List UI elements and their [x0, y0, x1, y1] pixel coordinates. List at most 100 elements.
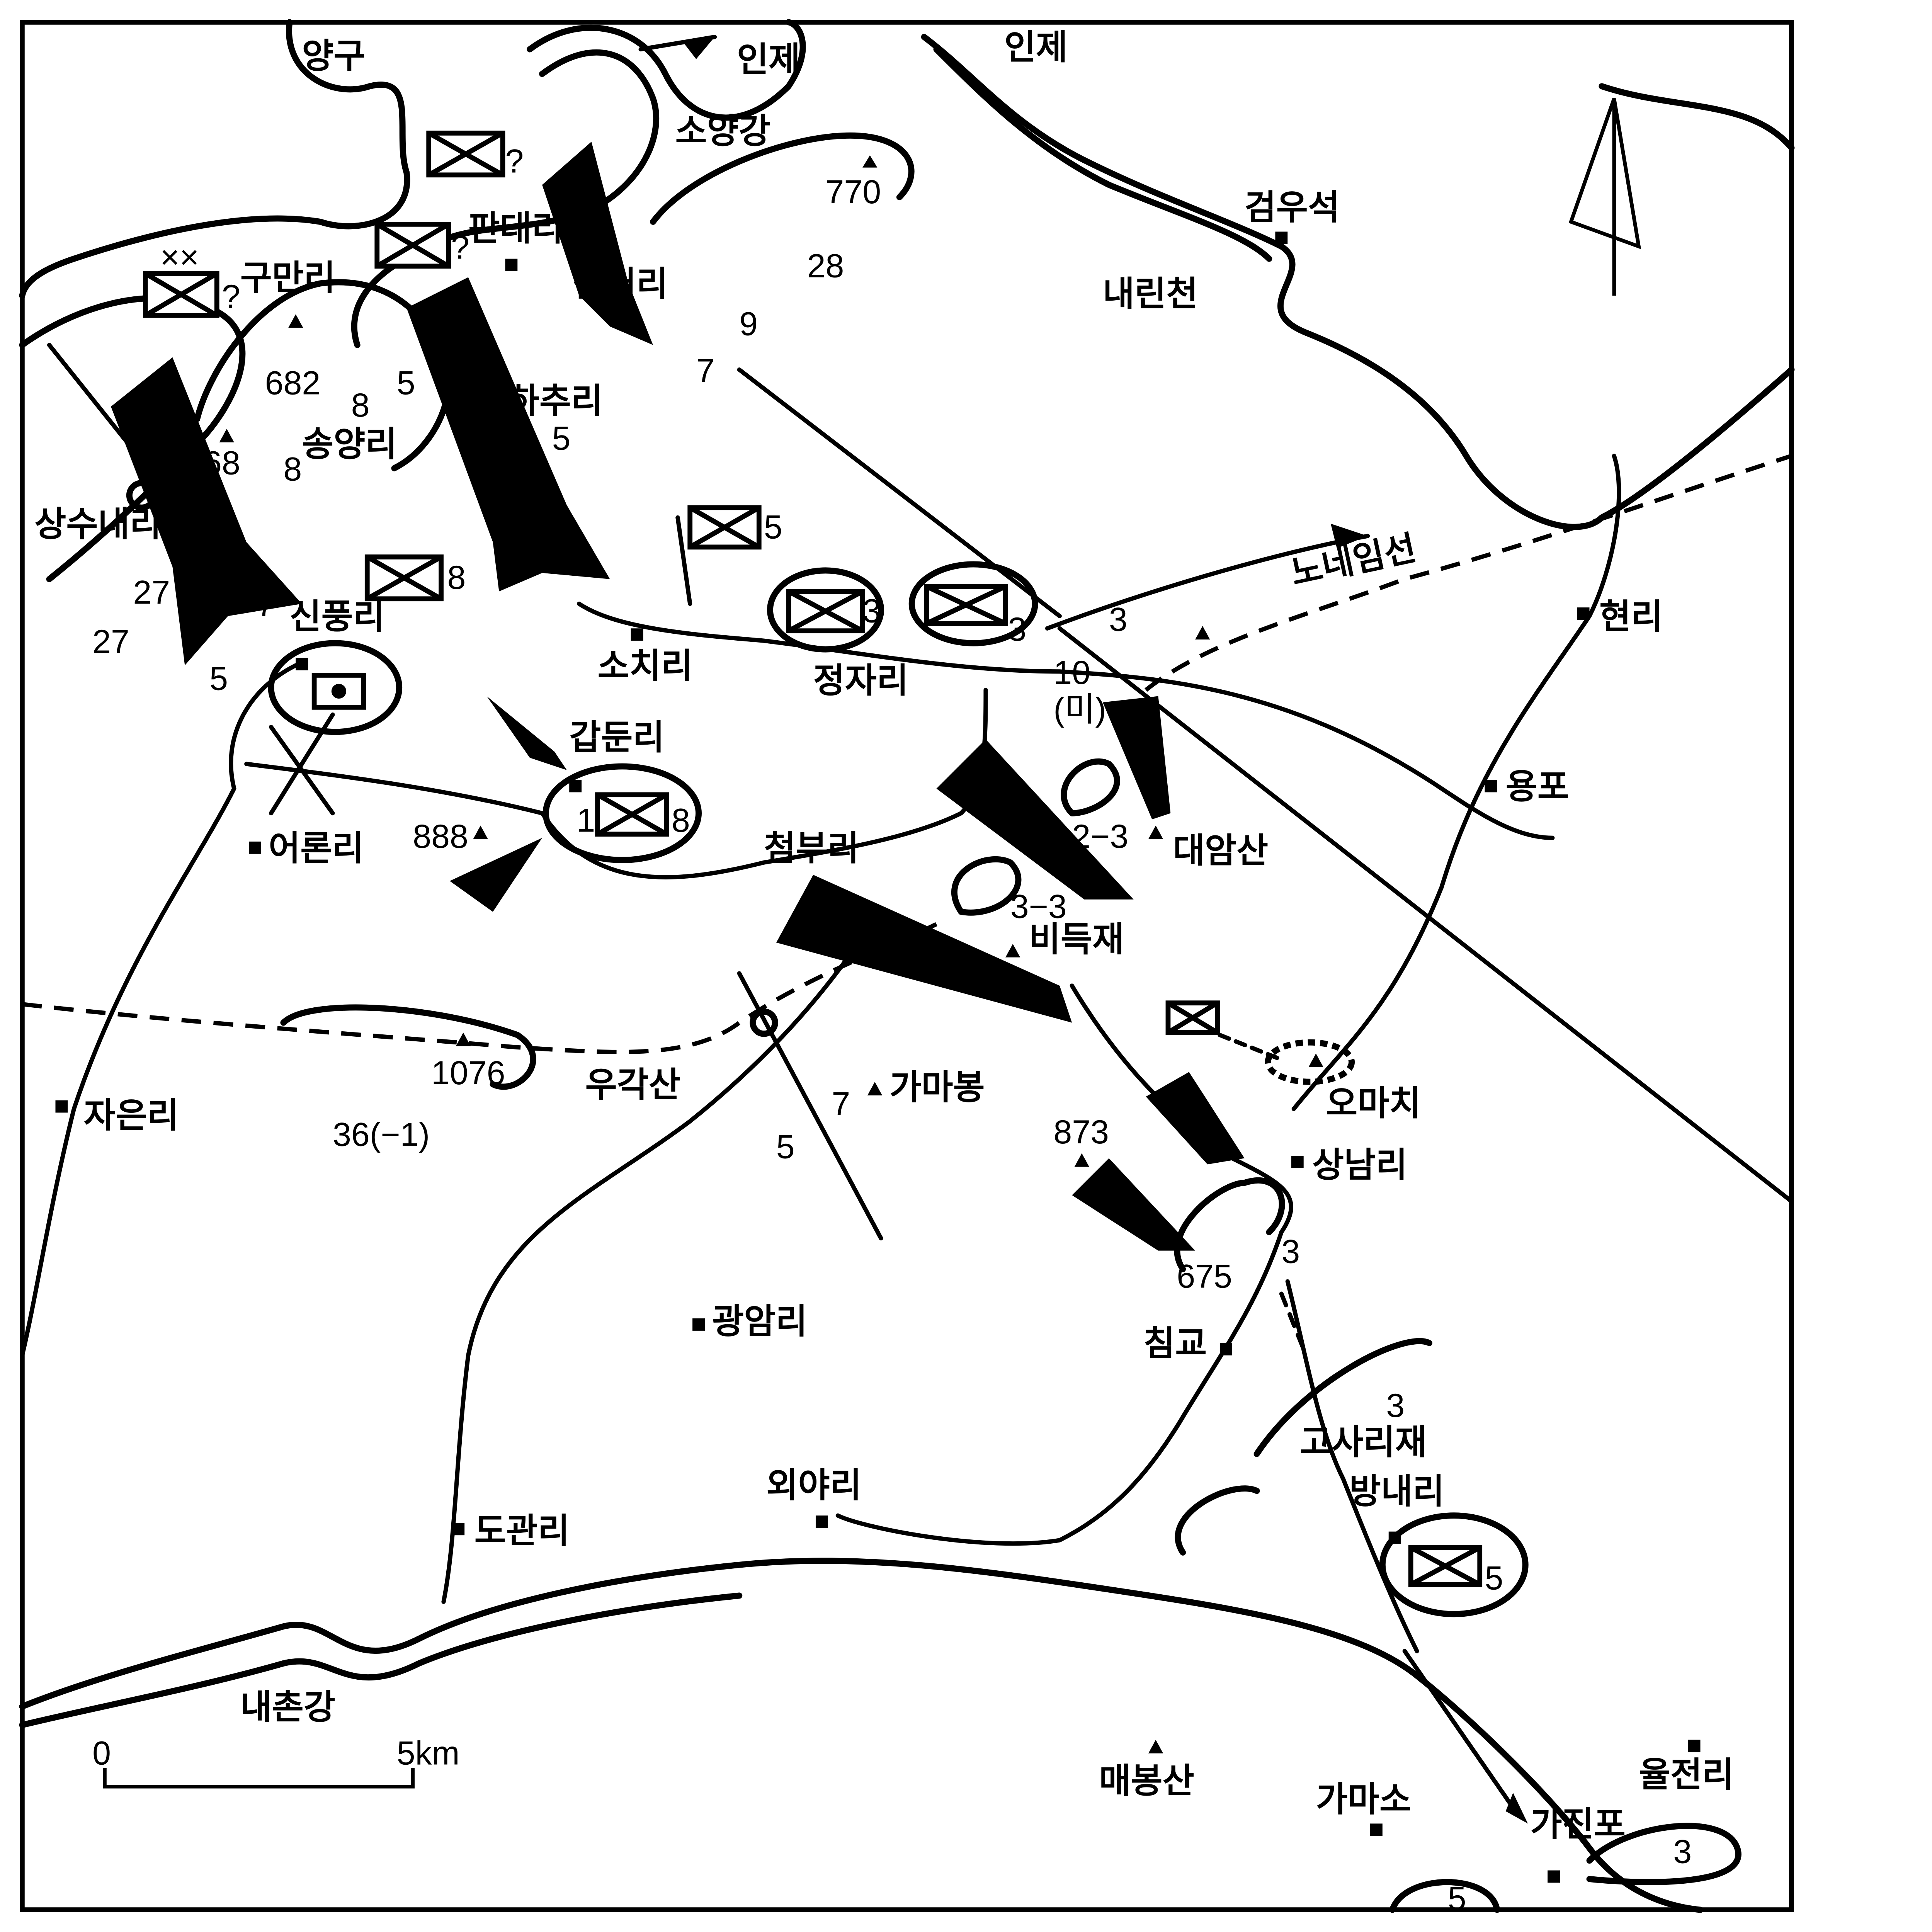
unit-label: 7	[832, 1085, 850, 1122]
label: 가마소	[1316, 1780, 1411, 1820]
label: 양구	[302, 36, 365, 76]
unit-label: 3	[1008, 611, 1026, 648]
label: 내촌강	[240, 1687, 335, 1727]
label: 어론리	[269, 828, 364, 869]
label: 신풍리	[289, 597, 384, 637]
unit-label: 3	[1386, 1387, 1405, 1424]
unit-symbol	[1408, 1545, 1483, 1587]
unit-label: 9	[739, 305, 758, 342]
label: 첨부리	[764, 828, 859, 869]
label: 현리	[1599, 597, 1663, 637]
elevation: 888	[413, 818, 468, 855]
unit-labels: 28 9 7 5 8 8 5 27 27 7 5 8 5 3 3 3 10 (미…	[92, 143, 1692, 1917]
label: 상남리	[1312, 1145, 1407, 1185]
scale-five: 5km	[397, 1735, 460, 1772]
elevation: 873	[1053, 1114, 1109, 1151]
unit-label: 5	[397, 364, 415, 401]
label: 용포	[1506, 767, 1569, 807]
unit-label: 36(−1)	[333, 1116, 430, 1153]
markers	[55, 155, 1701, 1883]
label: 소양강	[675, 111, 770, 151]
unit-label: 27	[133, 574, 170, 611]
label: 비득재	[1029, 920, 1124, 960]
elevation: 682	[265, 364, 321, 401]
label: 외야리	[766, 1465, 861, 1505]
unit-label: 10	[1053, 654, 1090, 691]
unit-symbol	[924, 584, 1008, 626]
label: 율전리	[1639, 1755, 1734, 1795]
unit-label: 8	[672, 802, 690, 839]
unit-label: 8	[351, 387, 370, 424]
unit-symbol	[595, 792, 669, 837]
unit-label: 7	[256, 586, 275, 623]
unit-label: 3	[1109, 601, 1128, 638]
unit-label: 3	[862, 592, 881, 629]
unit-label: 5	[1485, 1560, 1503, 1597]
unit-symbol	[687, 505, 762, 550]
elevation-labels: 770 682 68 888 1076 873 675	[203, 173, 1232, 1295]
unit-label: ××	[160, 239, 199, 276]
label: 검우석	[1245, 188, 1340, 228]
unit-label: 5	[552, 420, 571, 457]
unit-label: 8	[283, 451, 302, 488]
label: 자은리	[84, 1096, 179, 1136]
unit-symbols	[126, 131, 1742, 1913]
scale-bar: 0 5km	[92, 1735, 460, 1789]
label: 구만리	[240, 258, 335, 298]
unit-symbol	[364, 554, 444, 602]
scale-zero: 0	[92, 1735, 111, 1772]
unit-label: 5	[1448, 1880, 1466, 1917]
elevation: 675	[1177, 1258, 1232, 1295]
label: 방내리	[1349, 1471, 1444, 1512]
unit-label: 2−3	[1072, 818, 1128, 855]
label: 대암산	[1173, 831, 1268, 871]
label: 삼거리	[573, 264, 668, 304]
label: 상수내리	[34, 504, 162, 544]
unit-label: 8	[447, 559, 466, 596]
unit-label: (미)	[1053, 691, 1106, 728]
unit-label: ?	[222, 278, 240, 315]
label: 도관리	[474, 1511, 570, 1551]
elevation: 68	[203, 445, 240, 482]
unit-label: ?	[505, 143, 524, 180]
unit-label: 27	[92, 623, 129, 660]
label: 가마봉	[889, 1067, 985, 1107]
map-frame	[20, 20, 1794, 1912]
unit-label: 3	[1673, 1833, 1692, 1870]
label: 소치리	[598, 646, 693, 686]
unit-label: ?	[451, 229, 469, 266]
label: 하추리	[508, 381, 603, 421]
label: 가진포	[1530, 1804, 1625, 1844]
unit-label: 3	[1281, 1233, 1300, 1270]
north-arrow-icon	[1568, 98, 1641, 296]
label: 매봉산	[1099, 1761, 1194, 1801]
label: 내린천	[1103, 274, 1198, 314]
unit-label: 5	[776, 1128, 795, 1165]
label: 인제	[737, 40, 800, 80]
unit-symbol	[374, 221, 451, 269]
label: 우각산	[585, 1065, 680, 1105]
label: 오마치	[1326, 1083, 1421, 1124]
label: 인제	[1004, 27, 1068, 68]
label: 고사리재	[1300, 1422, 1427, 1463]
label: 송양리	[302, 424, 397, 464]
unit-label: 28	[807, 247, 844, 284]
unit-symbol	[786, 589, 865, 634]
railway-line	[22, 454, 1793, 1054]
label: 판대리	[468, 209, 563, 249]
unit-symbol	[143, 271, 219, 318]
label: 갑둔리	[569, 718, 664, 758]
unit-symbol	[426, 131, 505, 178]
unit-label: 3−3	[1010, 888, 1067, 925]
label: 침교	[1143, 1324, 1207, 1364]
rivers	[19, 19, 1795, 1913]
unit-label: 1	[577, 802, 595, 839]
label: 광암리	[712, 1301, 807, 1342]
place-labels: 양구 인제 인제 소양강 검우석 내린천 구만리 판대리 삼거리 하추리 송양리…	[34, 27, 1734, 1844]
unit-label: 7	[696, 352, 715, 389]
elevation: 770	[825, 173, 881, 211]
unit-label: 5	[209, 660, 228, 697]
elevation: 1076	[431, 1054, 505, 1092]
attack-arrows	[47, 35, 1528, 1824]
